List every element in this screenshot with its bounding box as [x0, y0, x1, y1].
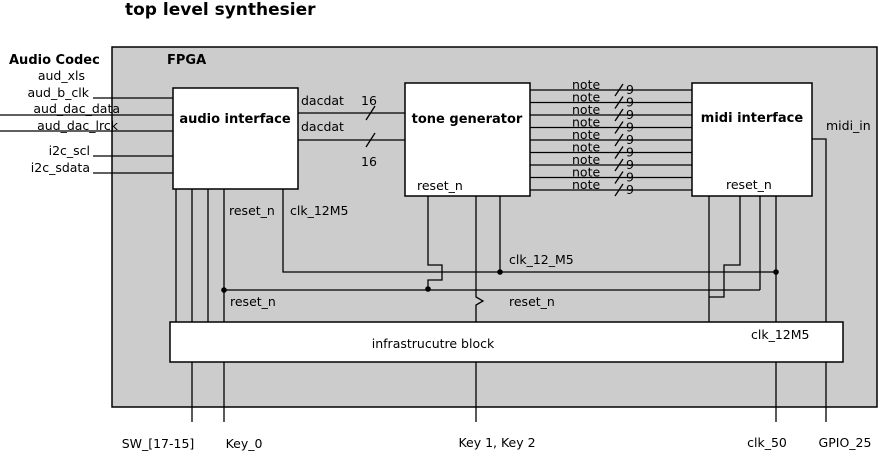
midi-reset-label: reset_n — [726, 177, 772, 192]
codec-wires — [0, 97, 173, 174]
note-width-label: 9 — [626, 132, 634, 147]
note-width-label: 9 — [626, 157, 634, 172]
note-width-label: 9 — [626, 120, 634, 135]
clk-junction-dot — [773, 269, 779, 275]
note-width-label: 9 — [626, 95, 634, 110]
bus-width-label: 16 — [361, 93, 377, 108]
note-label: note — [572, 165, 600, 180]
note-bus-slash — [614, 96, 624, 109]
note-label: note — [572, 177, 600, 192]
note-label: note — [572, 127, 600, 142]
pin-clk50-label: clk_50 — [747, 435, 787, 450]
codec-signal: i2c_scl — [49, 143, 90, 158]
codec-signal: i2c_sdata — [31, 160, 90, 175]
note-bus-group: note 9 note 9 note 9 note 9 note 9 note 9 note 9 note 9… — [530, 77, 692, 197]
audio-interface-wires — [175, 189, 776, 322]
midi-in-label: midi_in — [826, 118, 871, 133]
midi-in-wire — [812, 138, 827, 322]
reset-bus-wires — [224, 196, 761, 291]
bus-width-label: 16 — [361, 154, 377, 169]
note-bus-slash — [614, 83, 624, 97]
note-bus-slash — [614, 133, 624, 147]
pin-key0-label: Key_0 — [226, 436, 263, 451]
note-width-label: 9 — [626, 107, 634, 122]
audio-interface-label: audio interface — [179, 112, 291, 127]
audio-reset-label: reset_n — [229, 203, 275, 218]
reset-junction-dot — [425, 286, 431, 292]
infrastructure-block — [169, 321, 844, 363]
diagram-title: top level synthesier — [125, 0, 316, 20]
note-label: note — [572, 115, 600, 130]
note-label: note — [572, 77, 600, 92]
pin-gpio-label: GPIO_25 — [819, 435, 872, 450]
audio-clk-label: clk_12M5 — [290, 203, 348, 218]
codec-signal: aud_xls — [38, 68, 85, 83]
infrastructure-label: infrastrucutre block — [372, 336, 495, 351]
note-bus-slash — [614, 121, 624, 134]
clk-junction-dot — [497, 269, 503, 275]
note-bus-slash — [614, 183, 624, 197]
note-bus-slash — [614, 146, 624, 159]
note-width-label: 9 — [626, 182, 634, 197]
note-width-label: 9 — [626, 82, 634, 97]
audio-interface-block — [172, 87, 299, 190]
dacdat-label: dacdat — [301, 93, 344, 108]
midi-interface-wires — [708, 196, 777, 322]
note-bus-slash — [614, 108, 624, 122]
note-bus-slash — [614, 158, 624, 172]
codec-signal: aud_dac_lrck — [37, 118, 119, 133]
pin-sw-label: SW_[17-15] — [122, 436, 195, 451]
note-label: note — [572, 90, 600, 105]
codec-signal: aud_b_clk — [27, 85, 89, 100]
pin-key12-label: Key 1, Key 2 — [458, 435, 535, 450]
codec-signal-list: aud_xls aud_b_clk aud_dac_data aud_dac_l… — [27, 68, 120, 175]
midi-interface-label: midi interface — [701, 111, 804, 126]
note-width-label: 9 — [626, 145, 634, 160]
codec-title: Audio Codec — [9, 53, 100, 68]
midi-interface-block — [691, 82, 813, 197]
external-pin-wires — [191, 362, 827, 422]
tone-reset-label: reset_n — [417, 178, 463, 193]
dacdat-bus-wires — [298, 105, 405, 148]
reset-bus-label: reset_n — [230, 294, 276, 309]
note-bus-slash — [614, 171, 624, 184]
reset-junction-dot — [221, 287, 227, 293]
infrastructure-clk-label: clk_12M5 — [751, 327, 809, 342]
note-width-label: 9 — [626, 170, 634, 185]
clk-12-m5-label: clk_12_M5 — [509, 252, 574, 267]
note-label: note — [572, 102, 600, 117]
note-label: note — [572, 152, 600, 167]
fpga-label: FPGA — [167, 53, 206, 68]
codec-signal: aud_dac_data — [33, 101, 120, 116]
note-label: note — [572, 140, 600, 155]
dacdat-label: dacdat — [301, 119, 344, 134]
reset-bus-label: reset_n — [509, 294, 555, 309]
tone-generator-label: tone generator — [412, 112, 523, 127]
tone-generator-block — [404, 82, 531, 197]
